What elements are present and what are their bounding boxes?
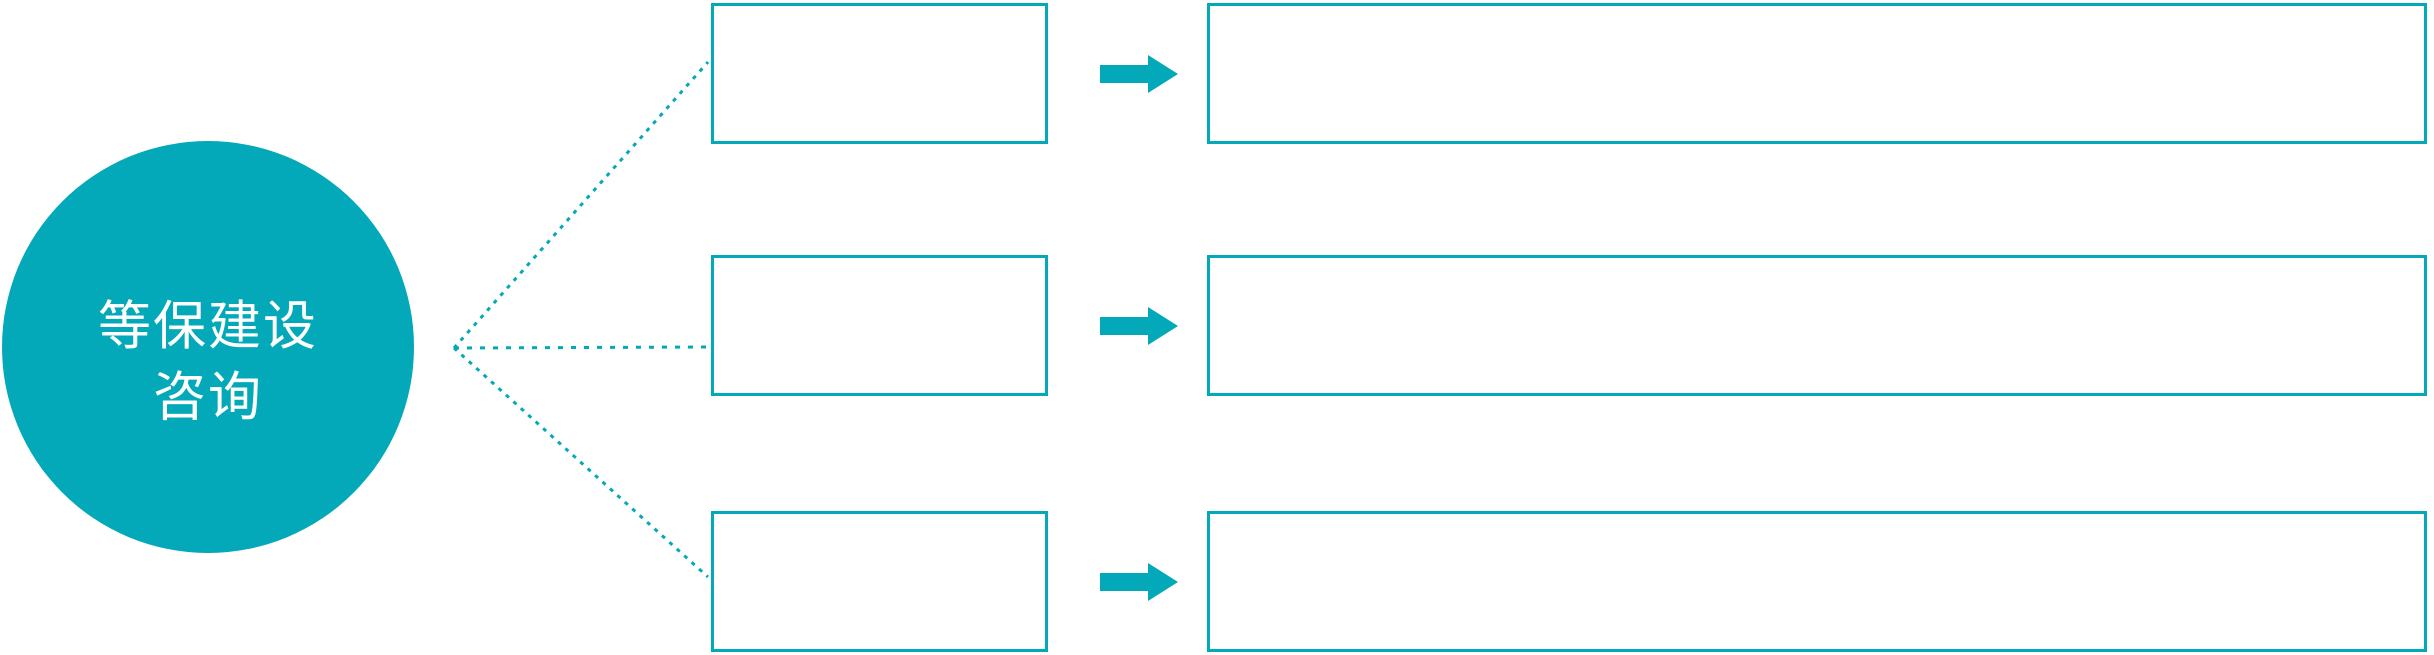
detail-box-1 — [1207, 3, 2427, 144]
category-box-1 — [711, 3, 1048, 144]
category-box-1-text — [714, 6, 1045, 141]
detail-box-1-text — [1210, 6, 2424, 141]
dotted-connector-top-icon — [452, 61, 710, 349]
right-arrow-icon-2 — [1100, 307, 1178, 345]
right-arrow-shape — [1100, 563, 1178, 601]
topic-circle-label: 等保建设 咨询 — [2, 291, 414, 433]
right-arrow-shape — [1100, 307, 1178, 345]
detail-box-2-text — [1210, 258, 2424, 393]
category-box-2 — [711, 255, 1048, 396]
detail-box-3 — [1207, 511, 2427, 652]
category-box-3 — [711, 511, 1048, 652]
topic-circle: 等保建设 咨询 — [2, 141, 414, 553]
dotted-connector-middle-icon — [453, 345, 709, 350]
right-arrow-icon-1 — [1100, 55, 1178, 93]
topic-label-line-1: 等保建设 — [98, 297, 318, 356]
dotted-connector-bottom-icon — [452, 346, 710, 579]
category-box-2-text — [714, 258, 1045, 393]
right-arrow-shape — [1100, 55, 1178, 93]
category-box-3-text — [714, 514, 1045, 649]
topic-label-line-2: 咨询 — [153, 368, 263, 427]
detail-box-3-text — [1210, 514, 2424, 649]
right-arrow-icon-3 — [1100, 563, 1178, 601]
detail-box-2 — [1207, 255, 2427, 396]
